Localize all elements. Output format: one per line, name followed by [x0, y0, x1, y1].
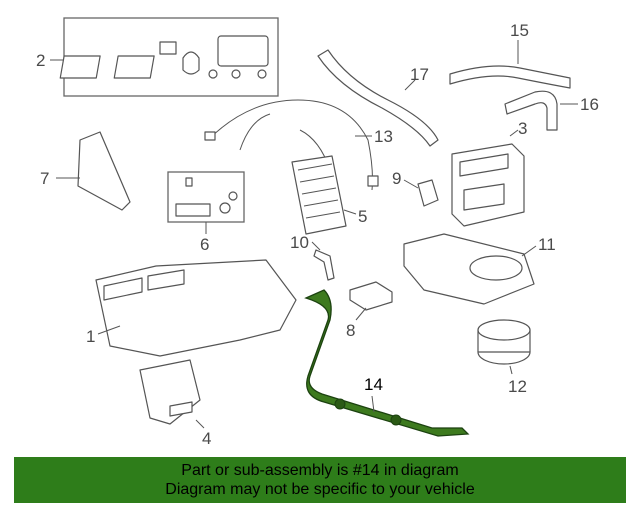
banner-line-1: Part or sub-assembly is #14 in diagram	[181, 462, 459, 479]
callout-10: 10	[290, 233, 309, 252]
part-10-seal	[311, 241, 335, 281]
callout-14: 14	[364, 375, 383, 394]
part-15-hose	[449, 40, 571, 89]
part-6-hardware-kit	[167, 171, 245, 234]
part-9-sensor	[403, 179, 439, 207]
part-16-hose	[504, 90, 578, 131]
callout-4: 4	[202, 429, 211, 448]
part-5-evaporator-core	[291, 155, 357, 235]
part-12-blower-motor	[477, 319, 531, 375]
callout-7: 7	[40, 169, 49, 188]
part-17-drain-tube	[317, 49, 439, 147]
callout-8: 8	[346, 321, 355, 340]
callout-6: 6	[200, 235, 209, 254]
banner-line-2: Diagram may not be specific to your vehi…	[165, 481, 475, 498]
callout-16: 16	[580, 95, 599, 114]
callout-15: 15	[510, 21, 529, 40]
callout-9: 9	[392, 169, 401, 188]
callout-5: 5	[358, 207, 367, 226]
part-11-blower-housing	[403, 233, 537, 305]
part-2-vent-kit	[50, 17, 279, 97]
part-3-distribution-module	[451, 129, 525, 227]
part-8-actuator	[349, 281, 393, 321]
part-1-hvac-case	[95, 259, 297, 357]
callout-12: 12	[508, 377, 527, 396]
part-14-highlighted-tube[interactable]	[304, 289, 470, 437]
part-13-wiring-harness	[204, 99, 379, 191]
part-info-banner: Part or sub-assembly is #14 in diagram D…	[14, 457, 626, 503]
part-4-floor-duct	[139, 359, 205, 429]
callout-2: 2	[36, 51, 45, 70]
part-7-bracket	[56, 131, 131, 211]
callout-11: 11	[538, 235, 556, 254]
callout-3: 3	[518, 119, 527, 138]
exploded-parts-diagram: 1 2 3 4 5 6 7 8 9 10 11 12 13 14 15 16 1…	[36, 17, 599, 448]
callout-17: 17	[410, 65, 429, 84]
callout-13: 13	[374, 127, 393, 146]
callout-1: 1	[86, 327, 95, 346]
